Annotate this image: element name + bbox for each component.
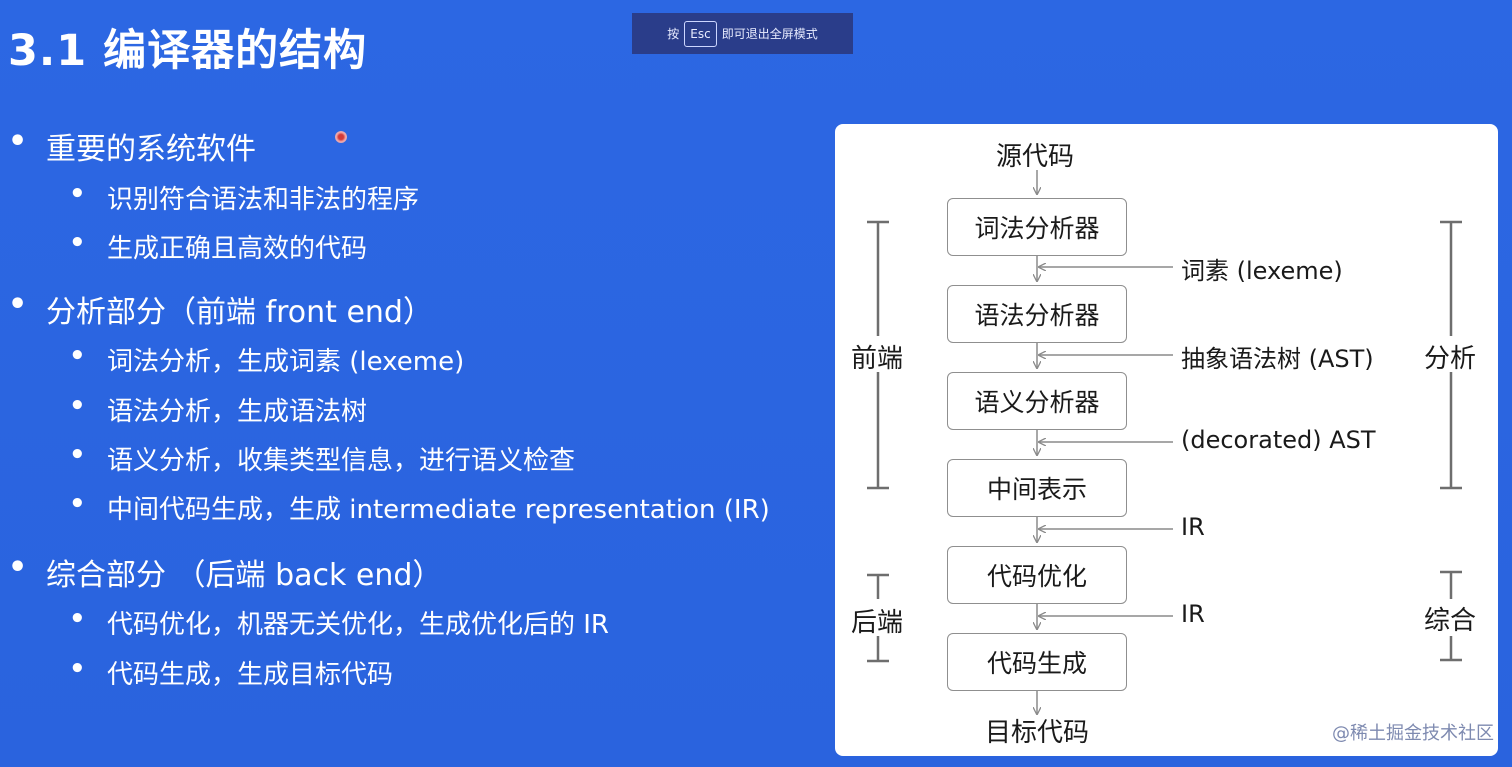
bullet-text: 识别符合语法和非法的程序 [107, 185, 420, 215]
bullet-code-generation: • 代码生成，生成目标代码 [69, 654, 394, 691]
bullet-dot-icon: • [8, 287, 28, 322]
bullet-semantic-analysis: • 语义分析，收集类型信息，进行语义检查 [69, 440, 576, 477]
bullet-front-end: • 分析部分（前端 front end） [8, 287, 433, 331]
analysis-label: 分析 [1424, 344, 1477, 374]
bullet-text: 综合部分 （后端 back end） [46, 558, 443, 593]
bullet-dot-icon: • [69, 604, 86, 634]
stage-code-generator: 代码生成 [947, 633, 1127, 691]
fullscreen-exit-hint: 按 Esc 即可退出全屏模式 [632, 13, 853, 54]
bullet-code-optimization: • 代码优化，机器无关优化，生成优化后的 IR [69, 604, 609, 641]
hint-prefix: 按 [667, 27, 680, 41]
slide-title: 3.1 编译器的结构 [8, 26, 368, 76]
stage-semantic-analyzer: 语义分析器 [947, 372, 1127, 430]
synthesis-label: 综合 [1424, 606, 1477, 636]
bullet-dot-icon: • [8, 124, 28, 159]
bullet-text: 中间代码生成，生成 intermediate representation (I… [107, 495, 770, 525]
laser-pointer-icon [335, 131, 347, 143]
bullet-ir-generation: • 中间代码生成，生成 intermediate representation … [69, 489, 770, 526]
bullet-text: 词法分析，生成词素 (lexeme) [107, 347, 465, 377]
bullet-text: 分析部分（前端 front end） [46, 295, 433, 330]
bullet-recognize-programs: • 识别符合语法和非法的程序 [69, 179, 420, 216]
bullet-text: 生成正确且高效的代码 [107, 234, 368, 264]
bullet-dot-icon: • [69, 228, 86, 258]
ir-label: IR [1181, 513, 1205, 541]
watermark: @稀土掘金技术社区 [1332, 723, 1494, 744]
bullet-generate-code: • 生成正确且高效的代码 [69, 228, 368, 265]
bullet-syntax-analysis: • 语法分析，生成语法树 [69, 391, 368, 428]
decorated-ast-label: (decorated) AST [1181, 426, 1376, 454]
stage-lexer: 词法分析器 [947, 198, 1127, 256]
bullet-dot-icon: • [69, 341, 86, 371]
analysis-bracket [1440, 220, 1462, 490]
bullet-text: 重要的系统软件 [46, 132, 256, 167]
bullet-text: 代码生成，生成目标代码 [107, 660, 394, 690]
bullet-dot-icon: • [69, 654, 86, 684]
lexeme-label: 词素 (lexeme) [1181, 257, 1343, 285]
front-end-label: 前端 [851, 344, 904, 374]
bullet-dot-icon: • [69, 489, 86, 519]
bullet-text: 代码优化，机器无关优化，生成优化后的 IR [107, 610, 609, 640]
synthesis-bracket [1440, 570, 1462, 662]
bullet-back-end: • 综合部分 （后端 back end） [8, 550, 443, 594]
bullet-dot-icon: • [69, 391, 86, 421]
back-end-label: 后端 [851, 608, 904, 638]
bullet-dot-icon: • [69, 179, 86, 209]
compiler-structure-diagram: 源代码 词法分析器 语法分析器 语义分析器 中间表示 代码优化 代码生成 目标代… [835, 124, 1498, 756]
bullet-system-software: • 重要的系统软件 [8, 124, 256, 168]
esc-key[interactable]: Esc [684, 20, 717, 47]
stage-ir: 中间表示 [947, 459, 1127, 517]
front-end-bracket [867, 220, 889, 490]
diagram-connectors [867, 170, 1462, 756]
target-code-label: 目标代码 [985, 718, 1090, 748]
ast-label: 抽象语法树 (AST) [1181, 345, 1374, 373]
stage-optimizer: 代码优化 [947, 546, 1127, 604]
back-end-bracket [867, 573, 889, 663]
hint-suffix: 即可退出全屏模式 [721, 27, 818, 41]
bullet-dot-icon: • [69, 440, 86, 470]
stage-parser: 语法分析器 [947, 285, 1127, 343]
ir-optimized-label: IR [1181, 600, 1205, 628]
bullet-text: 语义分析，收集类型信息，进行语义检查 [107, 446, 576, 476]
bullet-lexical-analysis: • 词法分析，生成词素 (lexeme) [69, 341, 465, 378]
bullet-dot-icon: • [8, 550, 28, 585]
source-code-label: 源代码 [996, 142, 1075, 172]
bullet-text: 语法分析，生成语法树 [107, 397, 368, 427]
